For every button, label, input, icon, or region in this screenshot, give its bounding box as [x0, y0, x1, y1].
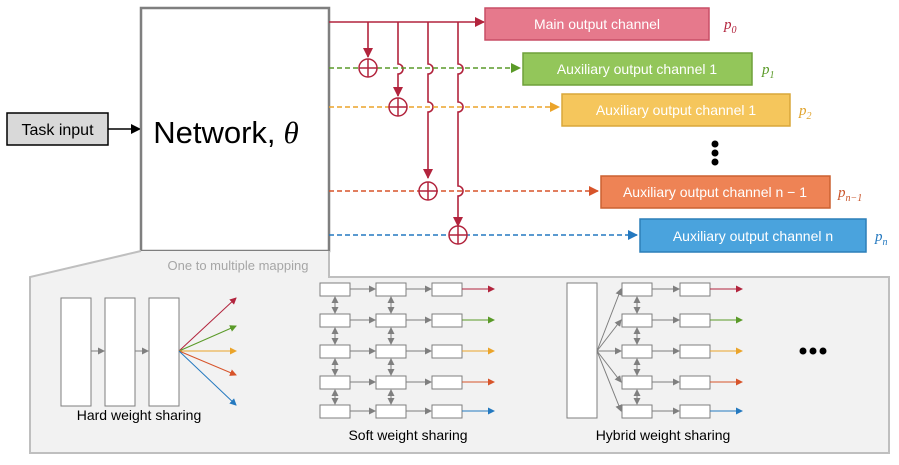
hybrid-sharing-label: Hybrid weight sharing [596, 427, 731, 443]
svg-text:p0: p0 [723, 17, 737, 36]
vertical-ellipsis-icon [711, 140, 719, 166]
aux-output-channel-n: Auxiliary output channel n pn [639, 218, 888, 253]
task-input-label: Task input [21, 122, 94, 139]
hybrid-weight-sharing: Hybrid weight sharing [566, 282, 743, 443]
sum-node [358, 58, 378, 78]
svg-text:Auxiliary output channel 1: Auxiliary output channel 1 [596, 102, 757, 118]
horizontal-ellipsis-icon [799, 347, 827, 355]
svg-text:pn: pn [874, 229, 888, 248]
main-output-channel: Main output channel p0 [484, 7, 737, 41]
mapping-caption: One to multiple mapping [168, 258, 309, 273]
svg-text:Auxiliary output channel n − 1: Auxiliary output channel n − 1 [623, 184, 807, 200]
svg-text:Auxiliary output channel 1: Auxiliary output channel 1 [557, 61, 718, 77]
aux-output-channel-1: Auxiliary output channel 1 p1 [522, 52, 775, 86]
sum-node [448, 225, 468, 245]
svg-text:pn−1: pn−1 [837, 185, 862, 204]
svg-text:Main output channel: Main output channel [534, 16, 660, 32]
aux-output-channel-n-minus-1: Auxiliary output channel n − 1 pn−1 [600, 175, 862, 209]
svg-text:p1: p1 [761, 62, 775, 81]
soft-weight-sharing: Soft weight sharing [319, 282, 495, 443]
sum-node [388, 97, 408, 117]
network-box [139, 6, 331, 253]
main-output-wire [329, 17, 485, 227]
hard-weight-sharing: Hard weight sharing [60, 297, 237, 423]
aux-output-channel-2: Auxiliary output channel 1 p2 [561, 93, 812, 127]
sum-node [418, 181, 438, 201]
hard-sharing-label: Hard weight sharing [77, 407, 202, 423]
network-label: Network,θ [153, 115, 299, 150]
svg-text:p2: p2 [798, 103, 812, 122]
soft-sharing-label: Soft weight sharing [348, 427, 467, 443]
theta-symbol: θ [284, 115, 299, 150]
svg-text:Auxiliary output channel n: Auxiliary output channel n [673, 228, 833, 244]
task-input-box [6, 112, 109, 146]
